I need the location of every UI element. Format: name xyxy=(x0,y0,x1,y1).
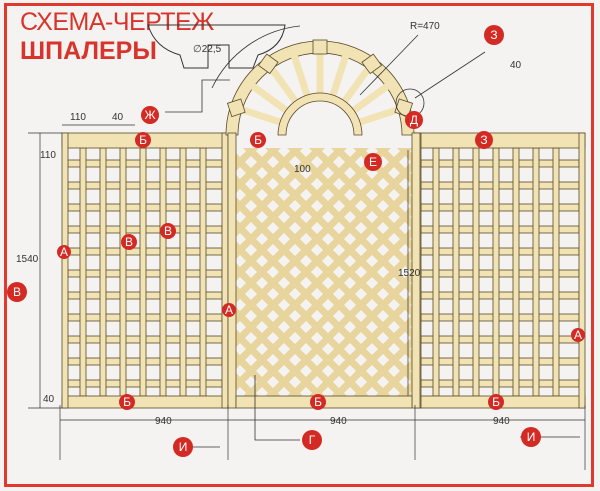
left-panel-vertical-slat xyxy=(179,147,187,397)
marker-e: Е xyxy=(364,153,382,171)
left-panel-vertical-slat xyxy=(139,147,147,397)
dim-profile: 40 xyxy=(510,60,522,71)
marker-a: А xyxy=(222,303,236,317)
marker-v: В xyxy=(121,234,137,250)
marker-b: Б xyxy=(488,394,504,410)
marker-b: Б xyxy=(135,132,151,148)
svg-text:И: И xyxy=(527,430,536,444)
svg-text:В: В xyxy=(125,235,133,249)
right-panel-top-rail xyxy=(414,132,586,149)
arch-spoke xyxy=(267,64,299,104)
svg-text:А: А xyxy=(225,303,233,317)
right-panel-vertical-slat xyxy=(472,147,480,397)
svg-text:А: А xyxy=(574,328,582,342)
dim-panel-middle: 940 xyxy=(330,416,347,427)
left-panel-vertical-slat xyxy=(199,147,207,397)
spoke-clamp xyxy=(257,53,279,75)
marker-g: Г xyxy=(302,430,322,450)
lattice-slat xyxy=(265,249,412,396)
title-line-2: ШПАЛЕРЫ xyxy=(20,37,157,65)
svg-text:З: З xyxy=(490,28,497,42)
dim-bottom-rail: 40 xyxy=(43,394,55,405)
right-panel-vertical-slat xyxy=(532,147,540,397)
dim-radius: R=470 xyxy=(410,21,440,32)
marker-z: З xyxy=(475,131,493,149)
marker-a: А xyxy=(571,328,585,342)
title-line-1: СХЕМА-ЧЕРТЕЖ xyxy=(20,8,214,36)
dim-height-left: 1540 xyxy=(16,254,39,265)
right-panel-vertical-slat xyxy=(452,147,460,397)
dim-diameter: ∅22,5 xyxy=(193,44,222,55)
svg-text:А: А xyxy=(60,245,68,259)
svg-text:И: И xyxy=(179,440,188,454)
lattice-slat xyxy=(236,183,412,369)
lattice-slat xyxy=(236,161,412,347)
marker-z: З xyxy=(484,25,504,45)
marker-i: И xyxy=(173,437,193,457)
left-panel-vertical-slat xyxy=(159,147,167,397)
svg-text:Г: Г xyxy=(309,433,316,447)
profile-section xyxy=(147,24,286,69)
dim-panel-left: 940 xyxy=(155,416,172,427)
dim-arch-inner: 100 xyxy=(294,164,311,175)
svg-text:Е: Е xyxy=(369,155,377,169)
arch-spoke xyxy=(341,64,373,104)
lattice-slat xyxy=(236,148,412,325)
left-panel-right-post xyxy=(221,132,229,409)
spoke-clamp xyxy=(226,98,246,118)
marker-v-large: В xyxy=(7,282,27,302)
diagonal-lattice xyxy=(236,148,412,396)
dim-slat-width: 40 xyxy=(112,112,124,123)
red-border-frame xyxy=(4,3,594,487)
marker-b: Б xyxy=(119,394,135,410)
arch-spoke xyxy=(249,82,289,114)
left-panel-left-post xyxy=(61,132,69,409)
svg-text:З: З xyxy=(480,133,487,147)
right-panel-right-post xyxy=(578,132,586,409)
right-panel-vertical-slat xyxy=(432,147,440,397)
dim-panel-right: 940 xyxy=(493,416,510,427)
lattice-slat xyxy=(236,148,369,281)
arch-spoke xyxy=(290,54,311,97)
arch-spoke xyxy=(329,54,350,97)
dim-top-rail: 110 xyxy=(40,150,56,161)
svg-text:Д: Д xyxy=(410,113,418,127)
right-panel-vertical-slat xyxy=(552,147,560,397)
right-panel-vertical-slat xyxy=(512,147,520,397)
marker-d: Д xyxy=(405,111,423,129)
spoke-clamp xyxy=(312,39,328,55)
marker-b: Б xyxy=(250,132,266,148)
lattice-slat xyxy=(236,148,391,303)
middle-right-post xyxy=(411,132,421,409)
left-panel-vertical-slat xyxy=(119,147,127,397)
middle-left-post xyxy=(227,132,237,409)
svg-text:В: В xyxy=(13,285,21,299)
svg-text:Ж: Ж xyxy=(144,108,155,122)
dim-height-middle: 1520 xyxy=(398,268,421,279)
svg-text:Б: Б xyxy=(492,395,500,409)
arch-spoke xyxy=(239,105,282,126)
arch-inner-ring xyxy=(277,92,363,136)
spoke-clamp xyxy=(361,53,383,75)
dim-slat-spacing: 110 xyxy=(70,112,86,123)
marker-b: Б xyxy=(310,394,326,410)
right-panel-vertical-slat xyxy=(492,147,500,397)
marker-zh: Ж xyxy=(141,106,159,124)
svg-text:В: В xyxy=(164,224,172,238)
left-panel-bottom-rail xyxy=(61,395,229,409)
svg-text:Б: Б xyxy=(139,133,147,147)
svg-text:Б: Б xyxy=(314,395,322,409)
lattice-slat xyxy=(236,205,412,391)
arch-spoke xyxy=(358,105,401,126)
svg-text:Б: Б xyxy=(123,395,131,409)
marker-v: В xyxy=(160,223,176,239)
arch-spoke xyxy=(351,82,391,114)
left-panel-vertical-slat xyxy=(99,147,107,397)
left-panel-vertical-slat xyxy=(79,147,87,397)
lattice-slat xyxy=(243,227,412,396)
marker-a: А xyxy=(57,245,71,259)
svg-text:Б: Б xyxy=(254,133,262,147)
marker-i: И xyxy=(521,427,541,447)
